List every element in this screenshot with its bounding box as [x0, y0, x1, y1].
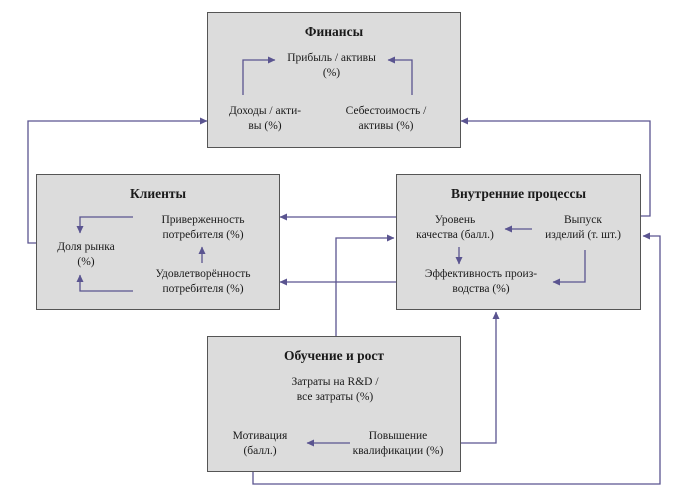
rd-label-line-2: все затраты (%) [296, 391, 374, 403]
profit-label-line-2: (%) [322, 67, 341, 79]
motivation-label: Мотивация (балл.) [212, 429, 308, 459]
motivation-label-line-1: Мотивация [232, 430, 288, 442]
loyalty-label: Приверженность потребителя (%) [138, 213, 268, 243]
revenue-label-line-2: вы (%) [248, 120, 282, 132]
rd-label: Затраты на R&D / все затраты (%) [270, 375, 400, 405]
output-label-line-2: изделий (т. шт.) [545, 229, 621, 241]
quality-label: Уровень качества (балл.) [402, 213, 508, 243]
arrow-rd-to-quality [335, 234, 395, 336]
efficiency-label: Эффективность произ- водства (%) [401, 267, 561, 297]
finance-title: Финансы [304, 24, 364, 39]
market-share-label-line-1: Доля рынка [57, 241, 115, 253]
quality-label-line-1: Уровень [434, 214, 476, 226]
profit-label: Прибыль / активы (%) [264, 51, 399, 81]
learning-title: Обучение и рост [283, 348, 385, 363]
revenue-label: Доходы / акти- вы (%) [212, 104, 318, 134]
qualification-label-line-1: Повышение [368, 430, 428, 442]
cost-label-line-1: Себестоимость / [345, 105, 427, 117]
cost-label-line-2: активы (%) [358, 120, 414, 132]
profit-label-line-1: Прибыль / активы [287, 52, 376, 64]
satisfaction-label-line-1: Удовлетворённость [155, 268, 251, 280]
satisfaction-label: Удовлетворённость потребителя (%) [136, 267, 270, 297]
loyalty-label-line-2: потребителя (%) [162, 229, 244, 241]
clients-title: Клиенты [129, 186, 187, 201]
loyalty-label-line-1: Приверженность [161, 214, 245, 226]
processes-title: Внутренние процессы [450, 186, 587, 201]
satisfaction-label-line-2: потребителя (%) [162, 283, 244, 295]
rd-label-line-1: Затраты на R&D / [291, 376, 379, 388]
revenue-label-line-1: Доходы / акти- [228, 105, 302, 117]
qualification-label-line-2: квалификации (%) [352, 445, 444, 457]
cost-label: Себестоимость / активы (%) [327, 104, 445, 134]
market-share-label-line-2: (%) [77, 256, 95, 268]
efficiency-label-line-2: водства (%) [452, 283, 510, 295]
motivation-label-line-2: (балл.) [243, 445, 277, 457]
quality-label-line-2: качества (балл.) [416, 229, 494, 241]
efficiency-label-line-1: Эффективность произ- [424, 268, 538, 280]
output-label: Выпуск изделий (т. шт.) [530, 213, 636, 243]
market-share-label: Доля рынка (%) [44, 240, 128, 270]
arrow-qualification-to-efficiency [461, 311, 500, 444]
qualification-label: Повышение квалификации (%) [340, 429, 456, 459]
output-label-line-1: Выпуск [564, 214, 602, 226]
